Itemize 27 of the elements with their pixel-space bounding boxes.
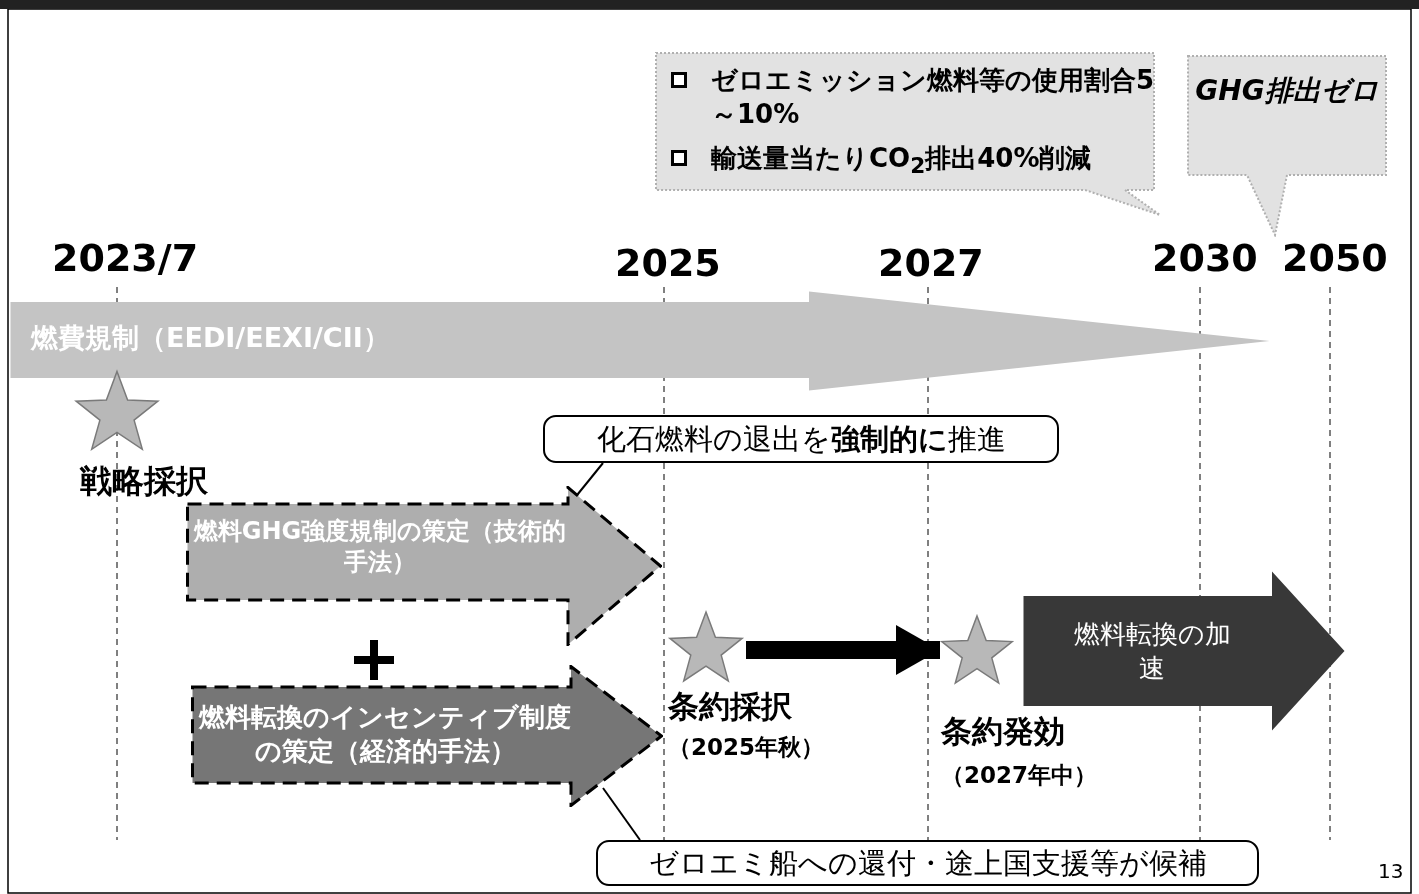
arrow-label: 燃料GHG強度規制の策定（技術的手法） [192, 516, 568, 579]
year-label: 2050 [1282, 238, 1388, 280]
callout-box [1187, 55, 1389, 237]
callout-text: ゼロエミッション燃料等の使用割合5～10% [711, 64, 1155, 131]
star-marker [666, 608, 746, 686]
callout-box [596, 840, 1259, 886]
year-label: 2025 [615, 243, 721, 285]
milestone-label: 戦略採択 [80, 462, 208, 501]
arrow-label: 燃費規制（EEDI/EEXI/CII） [31, 321, 391, 355]
page-number: 13 [1378, 860, 1404, 882]
arrow-label: 燃料転換のインセンティブ制度の策定（経済的手法） [199, 701, 571, 768]
arrow-shape [191, 665, 663, 807]
arrow-label: 燃料転換の加速 [1072, 618, 1232, 685]
year-label: 2027 [878, 243, 984, 285]
milestone-label: 条約発効 [941, 713, 1065, 751]
year-label: 2023/7 [52, 238, 199, 280]
callout-text: 化石燃料の退出を強制的に推進 [595, 421, 1007, 458]
date-label: （2025年秋） [668, 734, 824, 762]
leader-line [602, 787, 641, 841]
callout-text: GHG排出ゼロ [1194, 73, 1380, 109]
milestone-label: 条約採択 [668, 688, 792, 726]
year-label: 2030 [1152, 238, 1258, 280]
date-label: （2027年中） [941, 762, 1097, 790]
callout-box [543, 415, 1059, 463]
callout-text: 輸送量当たりCO$_{2}$排出40%削減 [711, 142, 1093, 181]
callout-text: ゼロエミ船への還付・途上国支援等が候補 [647, 845, 1208, 882]
arrow [746, 625, 940, 675]
